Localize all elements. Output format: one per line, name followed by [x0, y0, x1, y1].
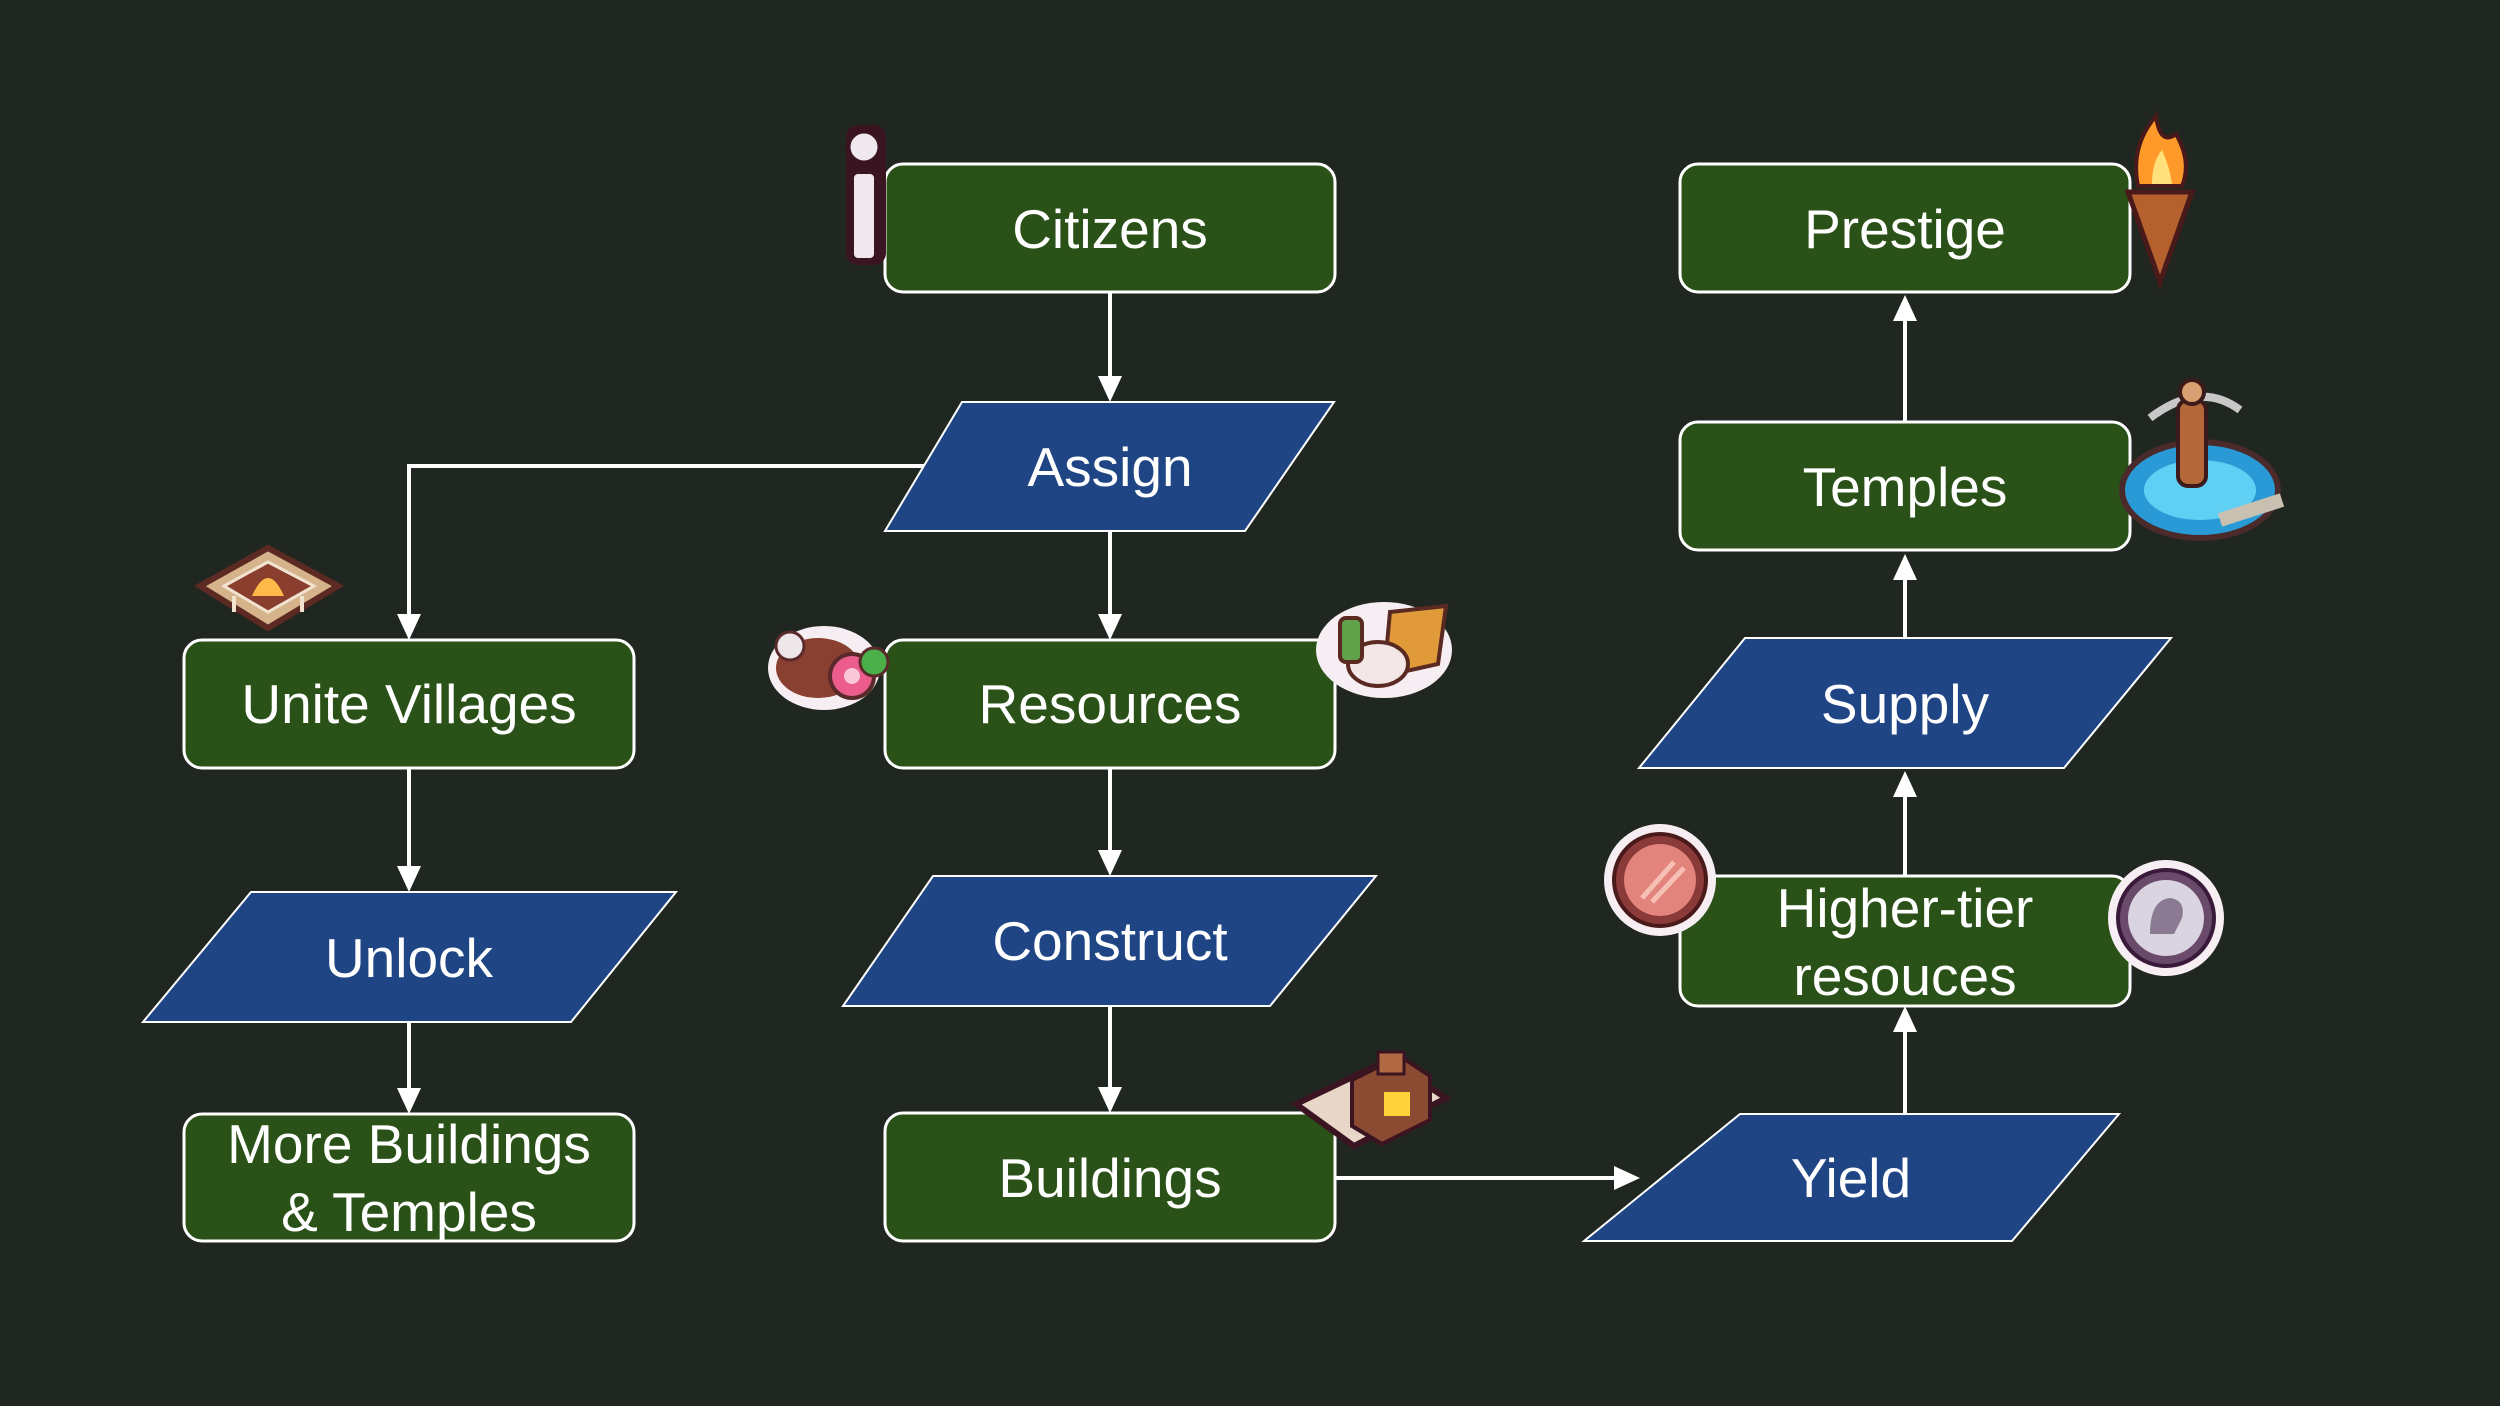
arrowhead-supply-temples [1893, 554, 1917, 580]
node-more-buildings-label-line1: More Buildings [227, 1113, 591, 1175]
node-buildings-shape [883, 1111, 1337, 1243]
node-resources[interactable]: Resources [883, 638, 1337, 770]
arrowhead-unlock-more-buildings [397, 1088, 421, 1114]
node-prestige[interactable]: Prestige [1678, 162, 2132, 294]
node-higher-tier[interactable]: Higher-tier resouces [1678, 874, 2132, 1008]
node-resources-label: Resources [979, 673, 1242, 735]
node-higher-tier-label-line2: resouces [1793, 945, 2016, 1007]
node-yield-shape [1581, 1113, 2122, 1242]
arrowhead-citizens-assign [1098, 376, 1122, 402]
node-construct-shape [841, 875, 1379, 1007]
node-citizens-label: Citizens [1012, 198, 1208, 260]
arrowhead-higher-tier-supply [1893, 771, 1917, 797]
node-unite-villages-label: Unite Villages [241, 673, 576, 735]
arrowhead-yield-higher-tier [1893, 1006, 1917, 1032]
citizen-figure-icon [845, 125, 886, 265]
silver-coin-icon [2108, 860, 2224, 976]
arrowhead-assign-resources [1098, 614, 1122, 640]
node-buildings-label: Buildings [998, 1147, 1221, 1209]
node-yield-label: Yield [1791, 1147, 1911, 1209]
node-assign-shape [883, 401, 1336, 532]
node-supply[interactable]: Supply [1636, 637, 2174, 769]
arrowhead-buildings-yield [1614, 1166, 1640, 1190]
bronze-coin-icon [1604, 824, 1716, 936]
arrowhead-construct-buildings [1098, 1087, 1122, 1113]
node-assign[interactable]: Assign [883, 401, 1336, 532]
forge-workshop-icon [1290, 1050, 1452, 1150]
node-higher-tier-label-line1: Higher-tier [1777, 877, 2034, 939]
node-temples-label: Temples [1803, 456, 2008, 518]
node-prestige-label: Prestige [1804, 198, 2006, 260]
statue-fountain-icon [2119, 378, 2285, 541]
node-construct[interactable]: Construct [841, 875, 1379, 1007]
node-unlock-shape [140, 891, 679, 1023]
node-unite-villages-shape [182, 638, 636, 770]
node-citizens[interactable]: Citizens [883, 162, 1337, 294]
village-shrine-icon [194, 544, 345, 632]
node-resources-shape [883, 638, 1337, 770]
node-assign-label: Assign [1027, 436, 1192, 498]
nodes-layer: Citizens Assign Resources Construct Buil… [140, 162, 2174, 1243]
edges-layer [397, 292, 1917, 1190]
goods-sack-icon [1316, 602, 1452, 698]
node-unlock-label: Unlock [325, 927, 494, 989]
node-more-buildings-label-line2: & Temples [281, 1181, 537, 1243]
node-unite-villages[interactable]: Unite Villages [182, 638, 636, 770]
torch-flame-icon [2124, 111, 2196, 290]
node-supply-label: Supply [1821, 673, 1990, 735]
node-more-buildings[interactable]: More Buildings & Temples [182, 1112, 636, 1243]
node-yield[interactable]: Yield [1581, 1113, 2122, 1242]
node-temples[interactable]: Temples [1678, 420, 2132, 552]
node-supply-shape [1636, 637, 2174, 769]
node-more-buildings-shape [182, 1112, 636, 1243]
node-buildings[interactable]: Buildings [883, 1111, 1337, 1243]
edge-assign-unite-villages [407, 464, 928, 614]
arrowhead-assign-unite-villages [397, 614, 421, 640]
arrowhead-resources-construct [1098, 850, 1122, 876]
meat-and-fruit-icon [768, 626, 890, 710]
arrowhead-temples-prestige [1893, 295, 1917, 321]
icons-layer [194, 111, 2285, 1150]
arrowhead-unite-villages-unlock [397, 866, 421, 892]
node-unlock[interactable]: Unlock [140, 891, 679, 1023]
node-prestige-shape [1678, 162, 2132, 294]
node-construct-label: Construct [992, 910, 1227, 972]
